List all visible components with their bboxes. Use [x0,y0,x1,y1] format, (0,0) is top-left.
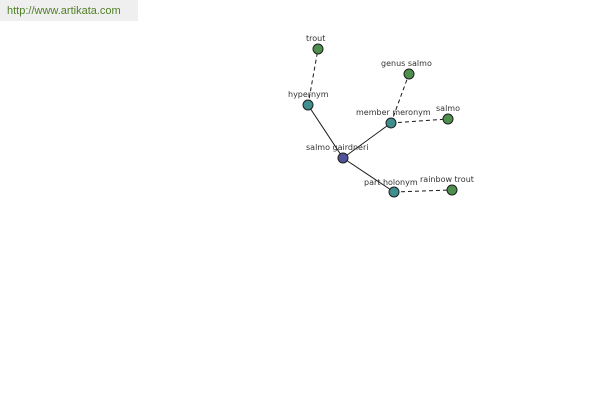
label-salmo-gairdneri: salmo gairdneri [306,143,368,152]
node-trout[interactable] [312,43,324,55]
edge-hypernym-trout [307,48,319,106]
node-salmo[interactable] [442,113,454,125]
site-url-link[interactable]: http://www.artikata.com [7,5,121,17]
node-rainbow-trout[interactable] [446,184,458,196]
node-hypernym[interactable] [302,99,314,111]
label-part-holonym: part holonym [364,178,418,187]
url-bar: http://www.artikata.com [0,0,138,21]
label-member-meronym: member meronym [356,108,431,117]
label-trout: trout [306,34,325,43]
label-rainbow-trout: rainbow trout [420,175,474,184]
edge-center-member-meronym [342,122,392,159]
label-salmo: salmo [436,104,460,113]
label-genus-salmo: genus salmo [381,59,432,68]
edge-member-meronym-salmo [390,118,449,124]
edge-part-holonym-rainbow-trout [393,189,453,193]
edge-center-part-holonym [342,157,395,193]
edge-center-hypernym [307,104,344,159]
node-salmo-gairdneri[interactable] [337,152,349,164]
label-hypernym: hypernym [288,90,329,99]
node-member-meronym[interactable] [385,117,397,129]
edge-member-meronym-genus-salmo [390,73,410,124]
node-part-holonym[interactable] [388,186,400,198]
node-genus-salmo[interactable] [403,68,415,80]
